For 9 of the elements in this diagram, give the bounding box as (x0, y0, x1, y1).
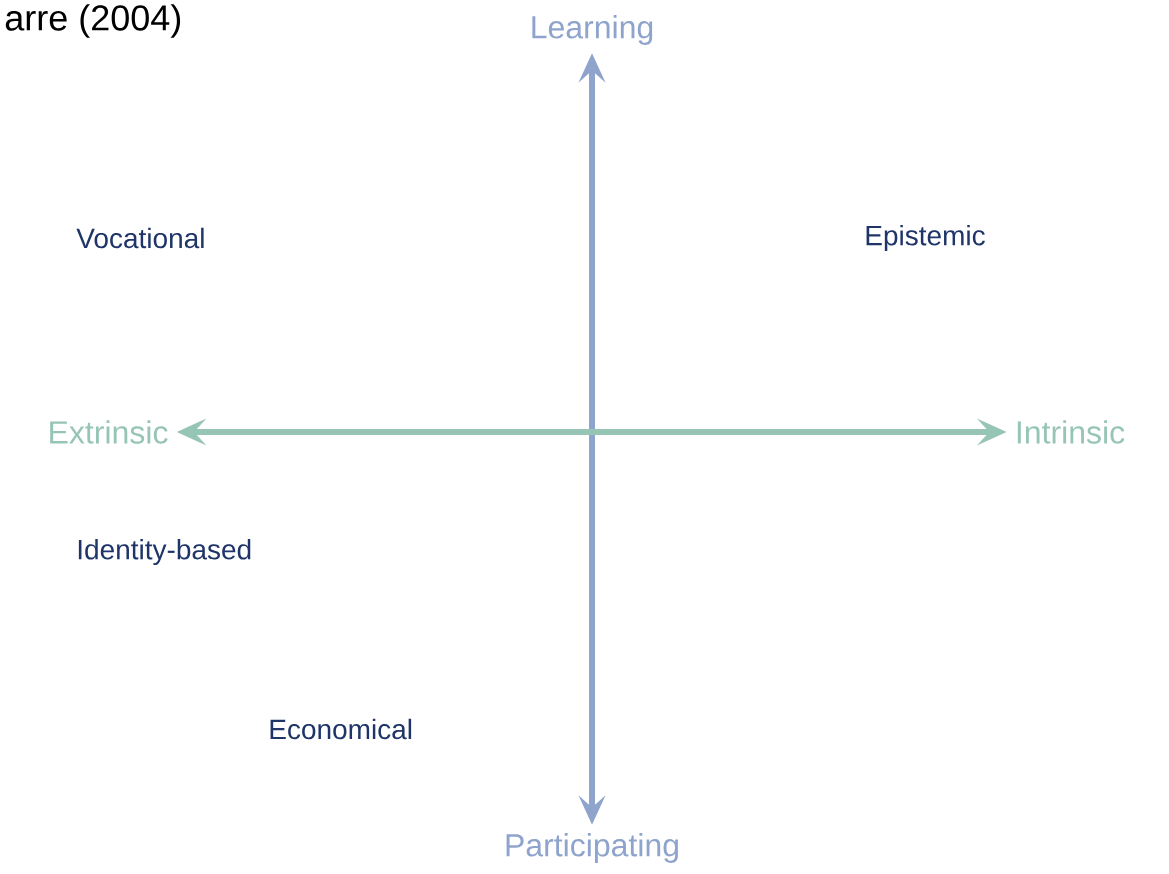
quadrant-label: Vocational (76, 227, 204, 249)
quadrant-label: Economical (270, 718, 412, 740)
axis-label: Learning (532, 15, 653, 45)
quadrant-label: Epistemic (866, 224, 985, 252)
axis-label: Extrinsic (50, 420, 168, 444)
quadrant-label: Identity-based (78, 538, 251, 566)
axis-label: Participating (506, 833, 678, 863)
axis-label: Intrinsic (1017, 420, 1125, 444)
heading: arre (2004) (5, 4, 181, 38)
